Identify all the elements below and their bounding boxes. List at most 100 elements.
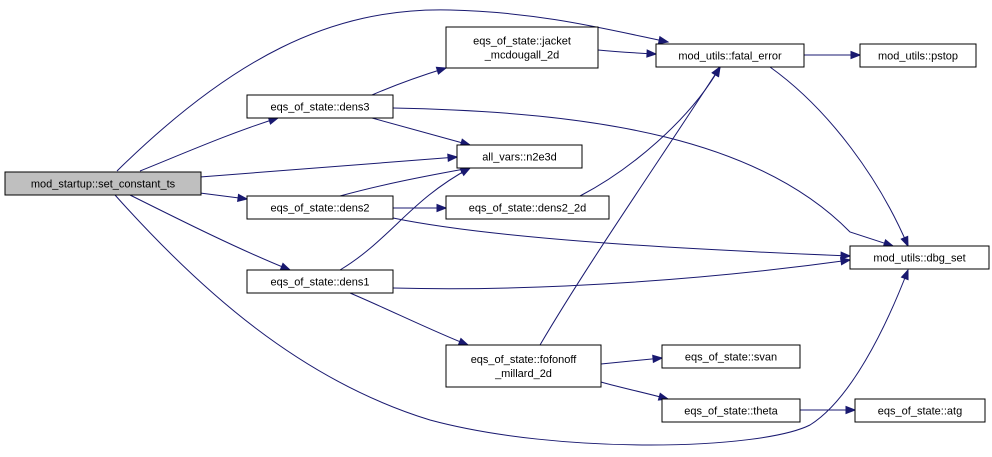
edge-line <box>114 194 909 446</box>
node-label: mod_utils::pstop <box>878 51 958 63</box>
node-label: _mcdougall_2d <box>484 50 560 62</box>
node-box <box>445 344 602 388</box>
node-box <box>246 94 394 119</box>
arrowhead <box>840 251 852 260</box>
node-box <box>859 43 977 68</box>
arrowhead <box>900 235 909 248</box>
edge-line <box>392 217 851 257</box>
edge-set_constant_ts-to-dens3 <box>139 116 280 172</box>
node-dens2[interactable]: eqs_of_state::dens2 <box>246 195 394 220</box>
edge-line <box>349 292 469 346</box>
edge-set_constant_ts-to-dens1 <box>129 194 292 271</box>
edge-dens3-to-dbg_set <box>392 107 895 248</box>
edge-fatal_error-to-pstop <box>804 50 862 60</box>
node-label: eqs_of_state::theta <box>684 406 778 418</box>
arrowhead <box>652 354 664 364</box>
node-label: mod_utils::fatal_error <box>678 51 782 63</box>
edge-line <box>579 66 721 197</box>
node-label: eqs_of_state::jacket <box>473 36 571 48</box>
edge-line <box>371 117 471 146</box>
node-fofonoff[interactable]: eqs_of_state::fofonoff_millard_2d <box>445 344 602 388</box>
edge-line <box>129 194 291 271</box>
arrowhead <box>457 337 470 346</box>
node-label: eqs_of_state::dens1 <box>270 277 369 289</box>
node-box <box>661 398 801 423</box>
node-box <box>655 43 805 68</box>
node-label: mod_utils::dbg_set <box>873 253 965 265</box>
arrowhead <box>459 167 472 177</box>
node-svan[interactable]: eqs_of_state::svan <box>661 344 801 369</box>
edges-layer <box>114 9 909 446</box>
node-box <box>246 195 394 220</box>
node-label: eqs_of_state::dens3 <box>270 102 369 114</box>
node-jacket[interactable]: eqs_of_state::jacket_mcdougall_2d <box>445 26 599 69</box>
arrowhead <box>850 50 862 60</box>
node-label: mod_startup::set_constant_ts <box>31 179 176 191</box>
edge-line <box>139 117 279 172</box>
arrowhead <box>845 405 857 415</box>
node-label: eqs_of_state::atg <box>878 406 962 418</box>
node-label: eqs_of_state::dens2 <box>270 203 369 215</box>
node-box <box>849 245 990 270</box>
edge-set_constant_ts-to-fatal_error <box>116 9 670 172</box>
node-box <box>246 269 394 294</box>
node-fatal-error[interactable]: mod_utils::fatal_error <box>655 43 805 68</box>
edge-line <box>769 66 909 247</box>
edge-dens3-to-jacket <box>371 66 448 96</box>
edge-set_constant_ts-to-dbg_set <box>114 194 909 446</box>
node-label: all_vars::n2e3d <box>482 152 557 164</box>
node-dbg-set[interactable]: mod_utils::dbg_set <box>849 245 990 270</box>
edge-line <box>371 67 447 96</box>
edge-theta-to-atg <box>800 405 857 415</box>
edge-jacket-to-fatal_error <box>597 49 658 58</box>
node-dens1[interactable]: eqs_of_state::dens1 <box>246 269 394 294</box>
node-box <box>445 195 610 220</box>
node-dens3[interactable]: eqs_of_state::dens3 <box>246 94 394 119</box>
edge-line <box>539 66 721 346</box>
node-theta[interactable]: eqs_of_state::theta <box>661 398 801 423</box>
edge-fofonoff-to-theta <box>600 381 670 401</box>
edge-line <box>600 381 669 400</box>
edge-dens2_2d-to-fatal_error <box>579 65 721 197</box>
node-box <box>456 144 583 169</box>
node-box <box>854 398 986 423</box>
edge-line <box>199 156 458 178</box>
edge-dens2-to-dens2_2d <box>393 203 448 213</box>
arrowhead <box>237 193 249 202</box>
arrowhead <box>447 153 459 162</box>
edge-dens3-to-n2e3d <box>371 117 472 147</box>
edge-dens1-to-n2e3d <box>339 167 472 271</box>
edge-fofonoff-to-fatal_error <box>539 65 721 346</box>
node-n2e3d[interactable]: all_vars::n2e3d <box>456 144 583 169</box>
edge-set_constant_ts-to-dens2 <box>199 192 249 202</box>
node-box <box>4 171 202 196</box>
node-label: eqs_of_state::dens2_2d <box>469 203 586 215</box>
node-atg[interactable]: eqs_of_state::atg <box>854 398 986 423</box>
edge-dens2-to-n2e3d <box>339 165 472 197</box>
edge-fatal_error-to-dbg_set <box>769 66 909 248</box>
arrowhead <box>657 35 670 45</box>
edge-fofonoff-to-svan <box>600 354 664 365</box>
node-label: eqs_of_state::svan <box>685 352 777 364</box>
node-label: _millard_2d <box>494 368 552 380</box>
node-box <box>661 344 801 369</box>
edge-dens2-to-dbg_set <box>392 217 852 260</box>
nodes-layer: mod_startup::set_constant_tseqs_of_state… <box>4 26 990 423</box>
node-dens2-2d[interactable]: eqs_of_state::dens2_2d <box>445 195 610 220</box>
edge-dens1-to-dbg_set <box>392 257 852 290</box>
edge-dens1-to-fofonoff <box>349 292 470 346</box>
edge-set_constant_ts-to-n2e3d <box>199 153 459 178</box>
node-set-constant-ts[interactable]: mod_startup::set_constant_ts <box>4 171 202 196</box>
arrowhead <box>279 262 292 271</box>
node-box <box>445 26 599 69</box>
arrowhead <box>711 65 721 78</box>
arrowhead <box>900 268 909 281</box>
arrowhead <box>435 66 448 75</box>
edge-line <box>392 259 851 290</box>
arrowhead <box>840 257 852 266</box>
edge-line <box>339 167 471 197</box>
arrowhead <box>646 49 658 58</box>
node-pstop[interactable]: mod_utils::pstop <box>859 43 977 68</box>
node-label: eqs_of_state::fofonoff <box>471 354 578 366</box>
